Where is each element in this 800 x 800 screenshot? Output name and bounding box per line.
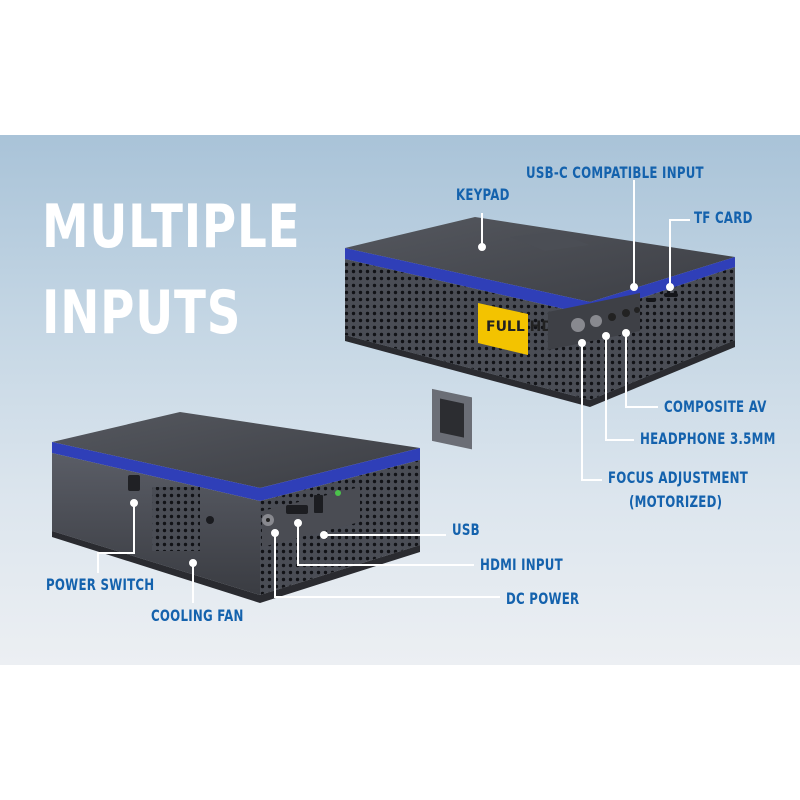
svg-text:FULL HD: FULL HD — [486, 319, 553, 335]
label-focus-motorized: (MOTORIZED) — [629, 492, 723, 511]
label-usb: USB — [452, 520, 480, 539]
label-composite-av: COMPOSITE AV — [664, 397, 767, 416]
label-cooling-fan: COOLING FAN — [151, 606, 244, 625]
headline-line-1: MULTIPLE — [42, 192, 301, 262]
label-power-switch: POWER SWITCH — [46, 575, 155, 594]
headline-line-2: INPUTS — [42, 278, 242, 348]
label-tf-card: TF CARD — [694, 208, 753, 227]
projector-scene: FULL HD — [52, 180, 735, 603]
label-keypad: KEYPAD — [456, 185, 510, 204]
label-hdmi-input: HDMI INPUT — [480, 555, 563, 574]
label-usbc-input: USB-C COMPATIBLE INPUT — [526, 163, 704, 182]
label-focus-adjustment: FOCUS ADJUSTMENT — [608, 468, 749, 487]
product-photo: FULL HD — [0, 135, 800, 665]
label-headphone: HEADPHONE 3.5MM — [640, 429, 776, 448]
projector-left — [52, 412, 420, 603]
callout-lines — [97, 180, 690, 603]
label-dc-power: DC POWER — [506, 589, 580, 608]
